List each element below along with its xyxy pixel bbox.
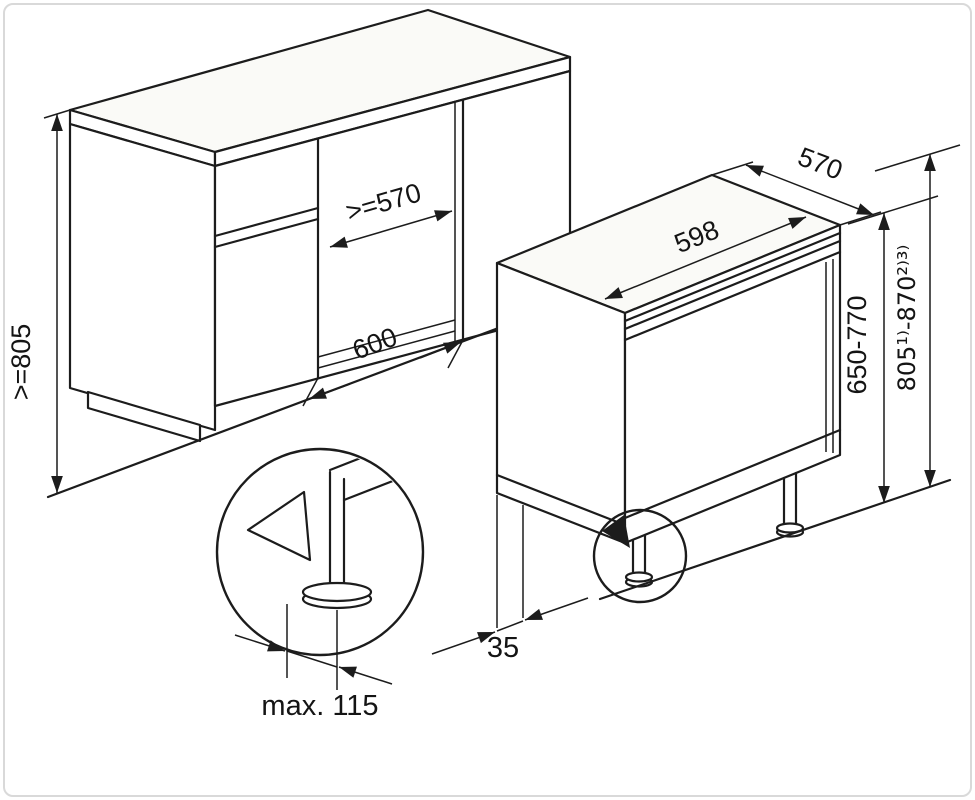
dim-toe-kick: max. 115 bbox=[234, 604, 393, 722]
foot-callout-circle bbox=[592, 508, 688, 604]
dishwasher-foot-front-right bbox=[775, 471, 805, 538]
dim-overall-height: 805¹⁾-870²⁾³⁾ bbox=[874, 144, 961, 487]
toe-kick-max-label: max. 115 bbox=[261, 690, 378, 722]
dim-base-gap: 35 bbox=[431, 495, 589, 664]
dim-niche-height: >=805 bbox=[6, 109, 71, 493]
detail-contents bbox=[246, 451, 421, 610]
foot-callout bbox=[592, 508, 688, 604]
dishwasher-foot-front-left bbox=[624, 533, 654, 588]
appliance-depth-label: 570 bbox=[794, 142, 847, 186]
counter-drawing bbox=[68, 8, 572, 443]
dim-appliance-height: 650-770 bbox=[842, 195, 939, 503]
foot-detail-view: max. 115 bbox=[215, 447, 425, 722]
detail-circle bbox=[215, 447, 425, 657]
overall-height-label: 805¹⁾-870²⁾³⁾ bbox=[893, 245, 921, 392]
appliance-height-label: 650-770 bbox=[842, 295, 872, 394]
detail-arrow-icon bbox=[246, 490, 312, 562]
floor-line-dishwasher bbox=[598, 478, 952, 601]
base-gap-label: 35 bbox=[487, 632, 519, 664]
foot-callout-arrow-icon bbox=[602, 515, 630, 548]
niche-height-label: >=805 bbox=[6, 324, 36, 401]
counter-end-panel bbox=[68, 122, 217, 432]
counter-niche-opening bbox=[316, 98, 465, 380]
